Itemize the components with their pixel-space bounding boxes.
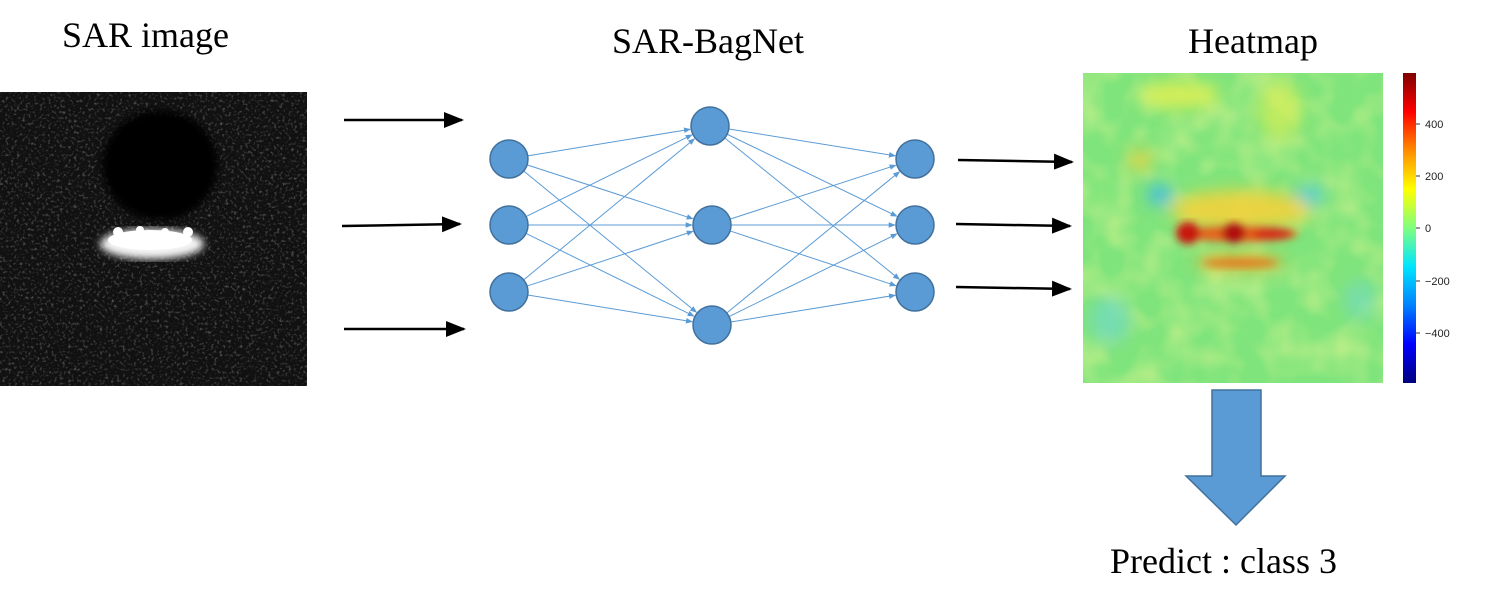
network-title: SAR-BagNet	[612, 21, 804, 61]
network-node-1-0	[690, 106, 730, 146]
network-edge-0-2-1	[526, 230, 694, 287]
network-edge-1-2-2	[730, 293, 896, 323]
down-arrow-icon	[1184, 389, 1287, 527]
network-edge-1-2-0	[726, 171, 901, 314]
colorbar-tick-label: −200	[1425, 276, 1450, 288]
network-edge-0-1-0	[525, 134, 693, 218]
network-edge-1-0-1	[726, 133, 898, 217]
network-edge-0-2-0	[523, 138, 696, 281]
network-edge-1-0-0	[728, 128, 896, 158]
output-arrows	[955, 153, 1074, 297]
network-node-0-2	[489, 272, 529, 312]
colorbar-tick-label: 200	[1425, 171, 1443, 183]
sar-image	[0, 92, 307, 386]
network-node-1-1	[692, 205, 732, 245]
heatmap-colorbar: 400 200 0 −200 −400	[1403, 73, 1450, 383]
network-edge-1-1-2	[729, 230, 897, 287]
network-edges	[523, 127, 901, 324]
network-edge-0-0-2	[523, 170, 698, 313]
colorbar-tick-label: −400	[1425, 328, 1450, 340]
output-arrow-3	[955, 280, 1072, 297]
network-edge-0-2-2	[527, 294, 693, 324]
sar-image-title: SAR image	[62, 15, 229, 55]
input-arrows	[341, 112, 466, 337]
network-edge-1-0-2	[724, 137, 901, 280]
network-node-2-1	[895, 205, 935, 245]
network-node-0-1	[489, 205, 529, 245]
output-arrow-2	[955, 217, 1072, 234]
network-node-2-0	[895, 139, 935, 179]
heatmap-title: Heatmap	[1188, 21, 1318, 61]
network-node-2-2	[895, 272, 935, 312]
output-arrow-1	[957, 153, 1074, 170]
input-arrow-2	[341, 216, 462, 233]
colorbar-tick-label: 0	[1425, 223, 1431, 235]
network-edge-0-1-2	[525, 232, 695, 317]
prediction-label: Predict : class 3	[1110, 541, 1337, 581]
network-node-0-0	[489, 139, 529, 179]
network-edge-0-0-1	[526, 164, 694, 220]
network-node-1-2	[692, 305, 732, 345]
network-edge-1-2-1	[728, 233, 898, 318]
network-edge-1-1-0	[729, 164, 897, 220]
network-edge-0-0-0	[527, 127, 691, 157]
heatmap-image	[1083, 73, 1383, 383]
network-nodes	[489, 106, 935, 345]
colorbar-tick-label: 400	[1425, 119, 1443, 131]
